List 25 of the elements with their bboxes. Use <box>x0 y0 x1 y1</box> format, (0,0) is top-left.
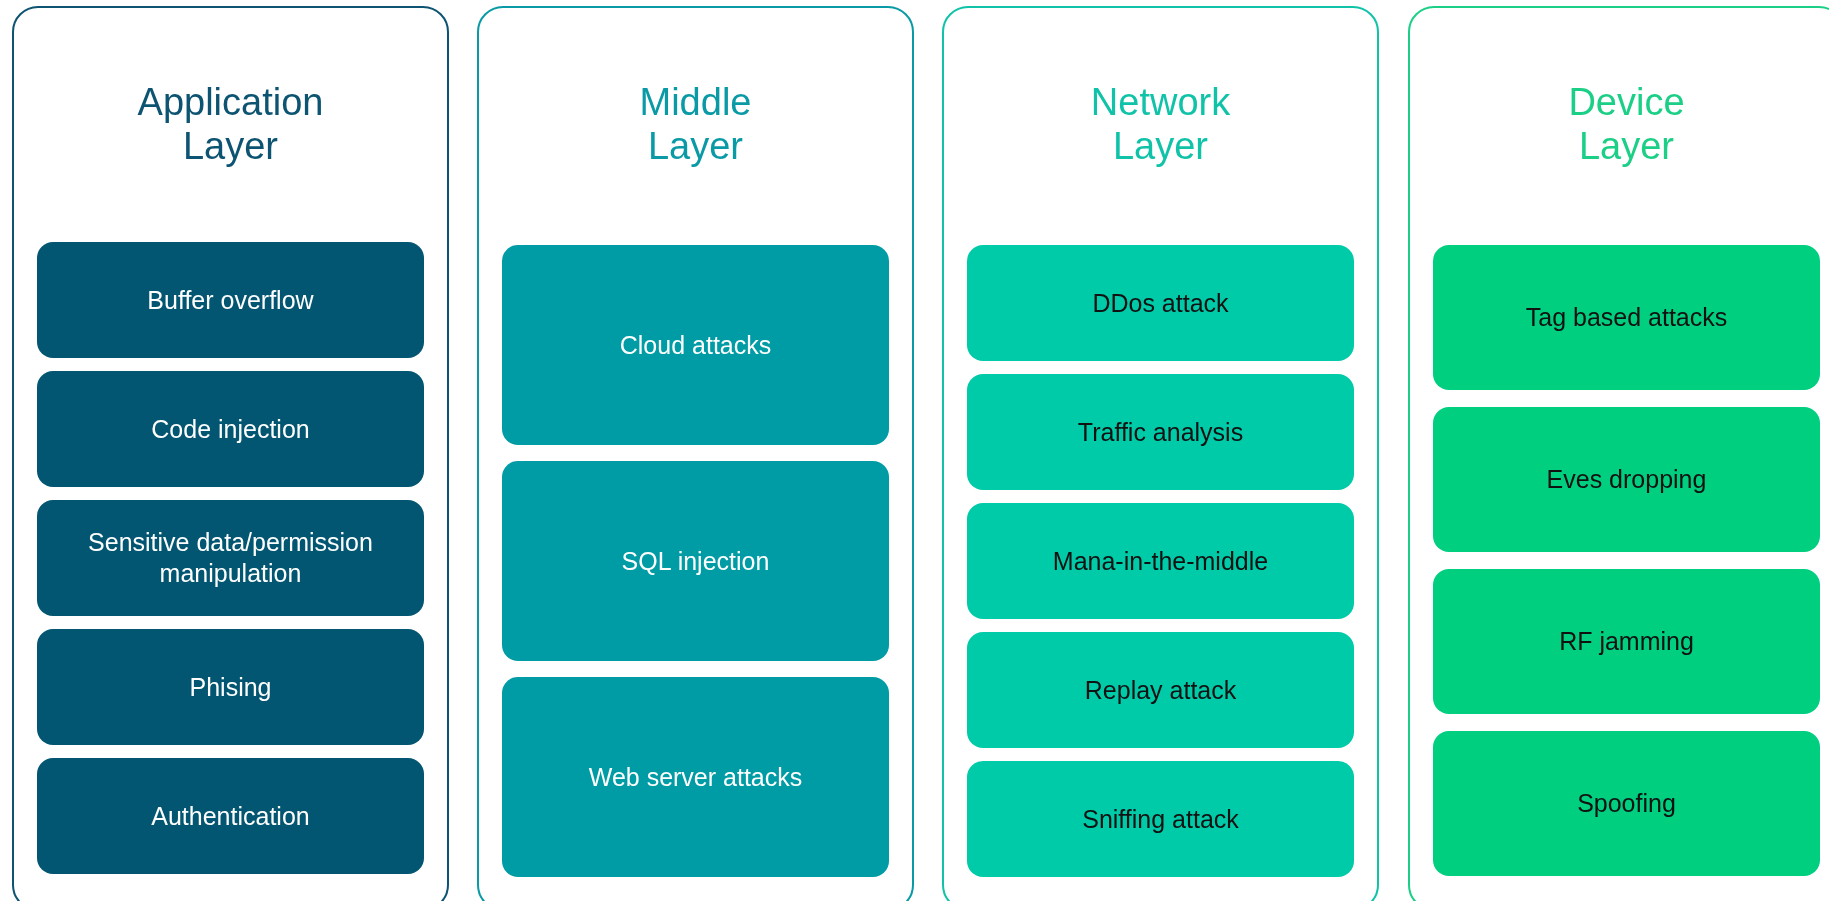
layer-heading: Middle Layer <box>639 80 752 168</box>
attack-box: Web server attacks <box>502 677 889 877</box>
layer-panel <box>12 6 449 901</box>
layer-heading: Device Layer <box>1568 80 1685 168</box>
layer-panel <box>477 6 914 901</box>
layer-panel <box>942 6 1379 901</box>
attack-box: Code injection <box>37 371 424 487</box>
attack-box: Traffic analysis <box>967 374 1354 490</box>
attack-box: Phising <box>37 629 424 745</box>
attack-box: Sniffing attack <box>967 761 1354 877</box>
attack-box: Buffer overflow <box>37 242 424 358</box>
attack-box: Eves dropping <box>1433 407 1820 552</box>
attack-box: SQL injection <box>502 461 889 661</box>
attack-box: Cloud attacks <box>502 245 889 445</box>
layer-heading: Network Layer <box>1090 80 1231 168</box>
attack-box: DDos attack <box>967 245 1354 361</box>
attack-box: Authentication <box>37 758 424 874</box>
attack-box: RF jamming <box>1433 569 1820 714</box>
layer-panel <box>1408 6 1829 901</box>
attack-box: Tag based attacks <box>1433 245 1820 390</box>
layer-heading: Application Layer <box>137 80 324 168</box>
attack-box: Spoofing <box>1433 731 1820 876</box>
attack-box: Mana-in-the-middle <box>967 503 1354 619</box>
attack-box: Sensitive data/permission manipulation <box>37 500 424 616</box>
attack-box: Replay attack <box>967 632 1354 748</box>
